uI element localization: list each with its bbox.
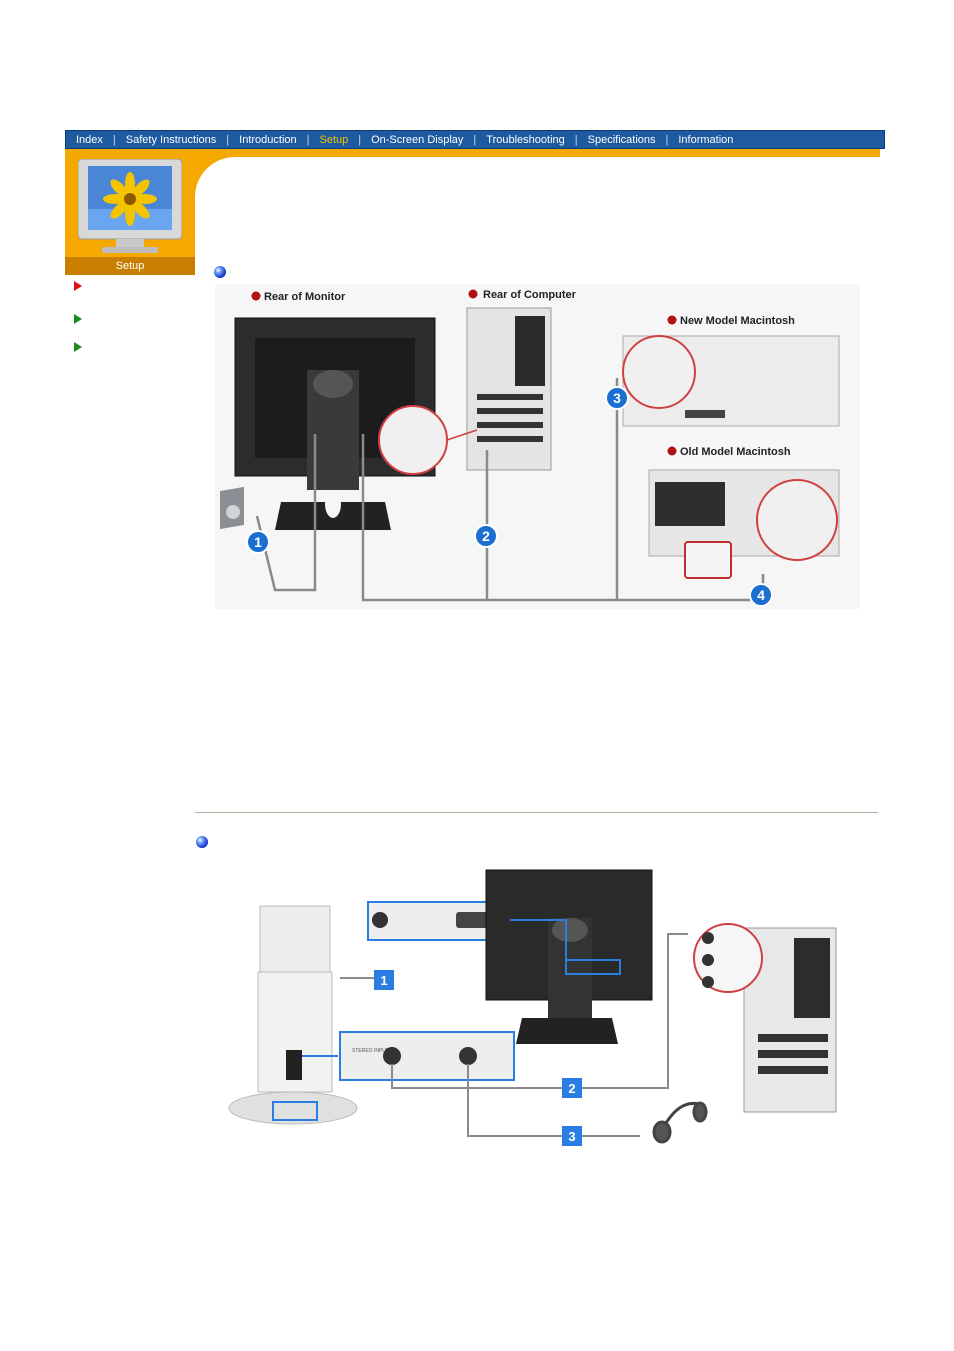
nav-separator: | <box>306 133 310 146</box>
label-bullet-icon <box>667 446 677 456</box>
nav-separator: | <box>473 133 477 146</box>
label-rear-computer: Rear of Computer <box>483 289 577 301</box>
svg-text:1: 1 <box>254 534 262 550</box>
nav-item-index[interactable]: Index <box>76 133 103 146</box>
header-accent-band <box>65 149 880 157</box>
green-arrow-icon[interactable] <box>74 342 82 352</box>
monitor-thumbnail-icon <box>78 159 182 253</box>
monitor-rear-image <box>485 869 653 1044</box>
svg-text:2: 2 <box>568 1081 575 1096</box>
cable-lines <box>302 919 688 1137</box>
nav-item-introduction[interactable]: Introduction <box>239 133 297 146</box>
nav-item-setup[interactable]: Setup <box>319 133 349 146</box>
green-arrow-icon[interactable] <box>74 314 82 324</box>
svg-text:3: 3 <box>568 1129 575 1144</box>
stereo-input-panel: STEREO INPUT <box>339 1031 515 1081</box>
nav-item-on-screen-display[interactable]: On-Screen Display <box>371 133 464 146</box>
nav-separator: | <box>226 133 230 146</box>
label-bullet-icon <box>667 315 677 325</box>
label-bullet-icon <box>468 289 478 299</box>
nav-separator: | <box>665 133 669 146</box>
label-new-macintosh: New Model Macintosh <box>680 315 795 327</box>
svg-text:2: 2 <box>482 528 490 544</box>
step-number-badges: 1 2 3 <box>374 970 582 1146</box>
svg-text:3: 3 <box>613 390 621 406</box>
computer-tower-image <box>693 923 837 1113</box>
nav-item-information[interactable]: Information <box>678 133 734 146</box>
connector-closeup-icon <box>378 335 838 561</box>
connection-diagram: Rear of Monitor Rear of Computer New Mod… <box>215 284 860 609</box>
section-label: Setup <box>65 257 195 275</box>
monitor-stand-image <box>228 905 358 1125</box>
computer-tower-image <box>466 307 552 471</box>
svg-text:1: 1 <box>380 973 387 988</box>
section-divider <box>195 812 878 813</box>
nav-item-safety-instructions[interactable]: Safety Instructions <box>125 133 217 146</box>
section-bullet-icon <box>214 266 226 278</box>
header-accent-curve <box>195 157 235 197</box>
nav-item-specifications[interactable]: Specifications <box>587 133 656 146</box>
svg-text:4: 4 <box>757 587 765 603</box>
svg-text:STEREO INPUT: STEREO INPUT <box>352 1048 389 1054</box>
label-old-macintosh: Old Model Macintosh <box>680 446 791 458</box>
label-rear-monitor: Rear of Monitor <box>264 291 346 303</box>
section-bullet-icon <box>196 836 208 848</box>
label-bullet-icon <box>251 291 261 301</box>
power-outlet-image <box>220 486 244 530</box>
nav-item-troubleshooting[interactable]: Troubleshooting <box>486 133 565 146</box>
audio-connection-diagram: STEREO INPUT 1 2 3 <box>228 869 837 1146</box>
nav-separator: | <box>574 133 578 146</box>
nav-separator: | <box>112 133 116 146</box>
step-number-badges: 1 2 3 4 <box>246 386 773 607</box>
headset-image <box>652 1101 708 1144</box>
nav-separator: | <box>358 133 362 146</box>
red-arrow-icon[interactable] <box>74 281 82 291</box>
top-nav-bar: Index | Safety Instructions | Introduction | S… <box>65 130 885 149</box>
